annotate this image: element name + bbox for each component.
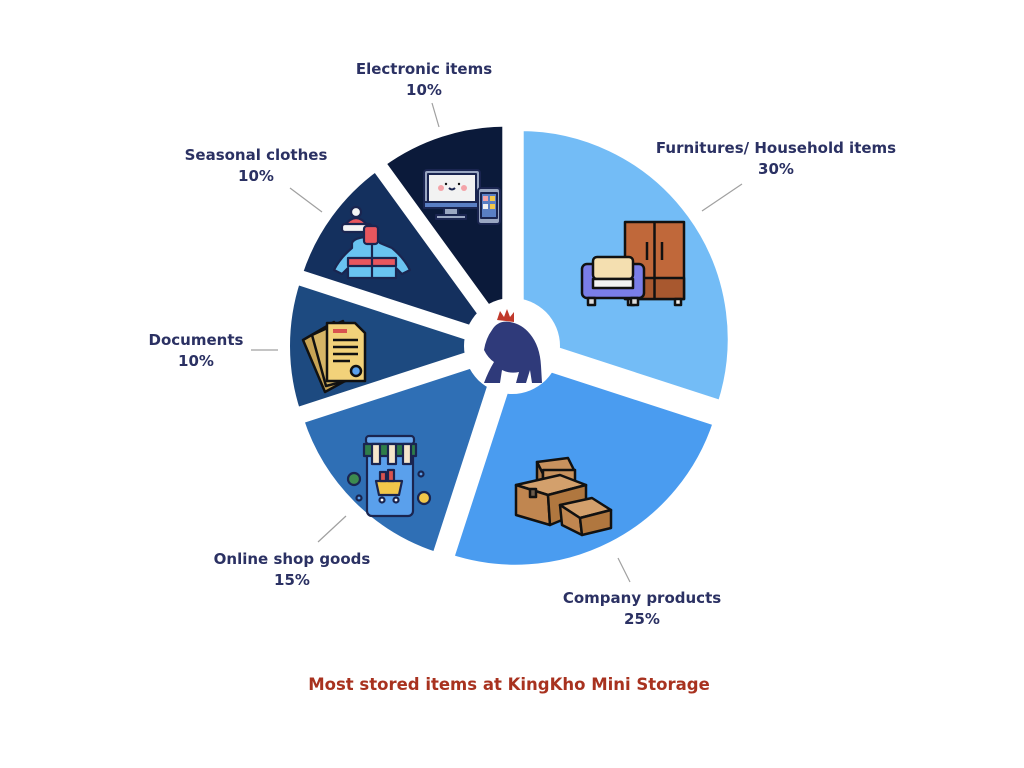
label-documents: Documents 10% [149,330,244,372]
label-documents-pct: 10% [178,352,214,370]
leader-line-furniture [701,183,743,212]
label-electronic-name: Electronic items [355,60,493,78]
leader-lines [251,102,743,583]
label-electronic-pct: 10% [406,81,442,99]
label-company-pct: 25% [624,610,660,628]
documents-icon [301,319,367,394]
label-company: Company products 25% [563,588,721,630]
label-documents-name: Documents [148,331,244,349]
gorilla-crown-logo [484,309,542,383]
online-shop-icon [346,434,432,518]
label-online-name: Online shop goods [213,550,371,568]
chart-title: Most stored items at KingKho Mini Storag… [308,675,710,694]
pie-slice-seasonal-clothes [294,163,505,343]
leader-line-online [317,515,347,543]
label-furniture-pct: 30% [758,160,794,178]
leader-line-electronic [431,102,440,128]
winter-jacket-icon [332,205,412,280]
label-furniture: Furnitures/ Household items 30% [656,138,896,180]
furniture-icon [580,220,686,307]
label-electronic: Electronic items 10% [356,59,492,101]
gorilla-icon [484,321,542,383]
label-online: Online shop goods 15% [214,549,371,591]
label-seasonal-pct: 10% [238,167,274,185]
label-online-pct: 15% [274,571,310,589]
label-seasonal: Seasonal clothes 10% [185,145,328,187]
crown-icon [497,309,514,322]
label-company-name: Company products [562,589,722,607]
computer-phone-icon [423,169,501,225]
label-furniture-name: Furnitures/ Household items [655,139,897,157]
boxes-icon [514,456,613,537]
label-seasonal-name: Seasonal clothes [184,146,328,164]
leader-line-company [617,557,631,583]
leader-line-seasonal [289,187,323,213]
